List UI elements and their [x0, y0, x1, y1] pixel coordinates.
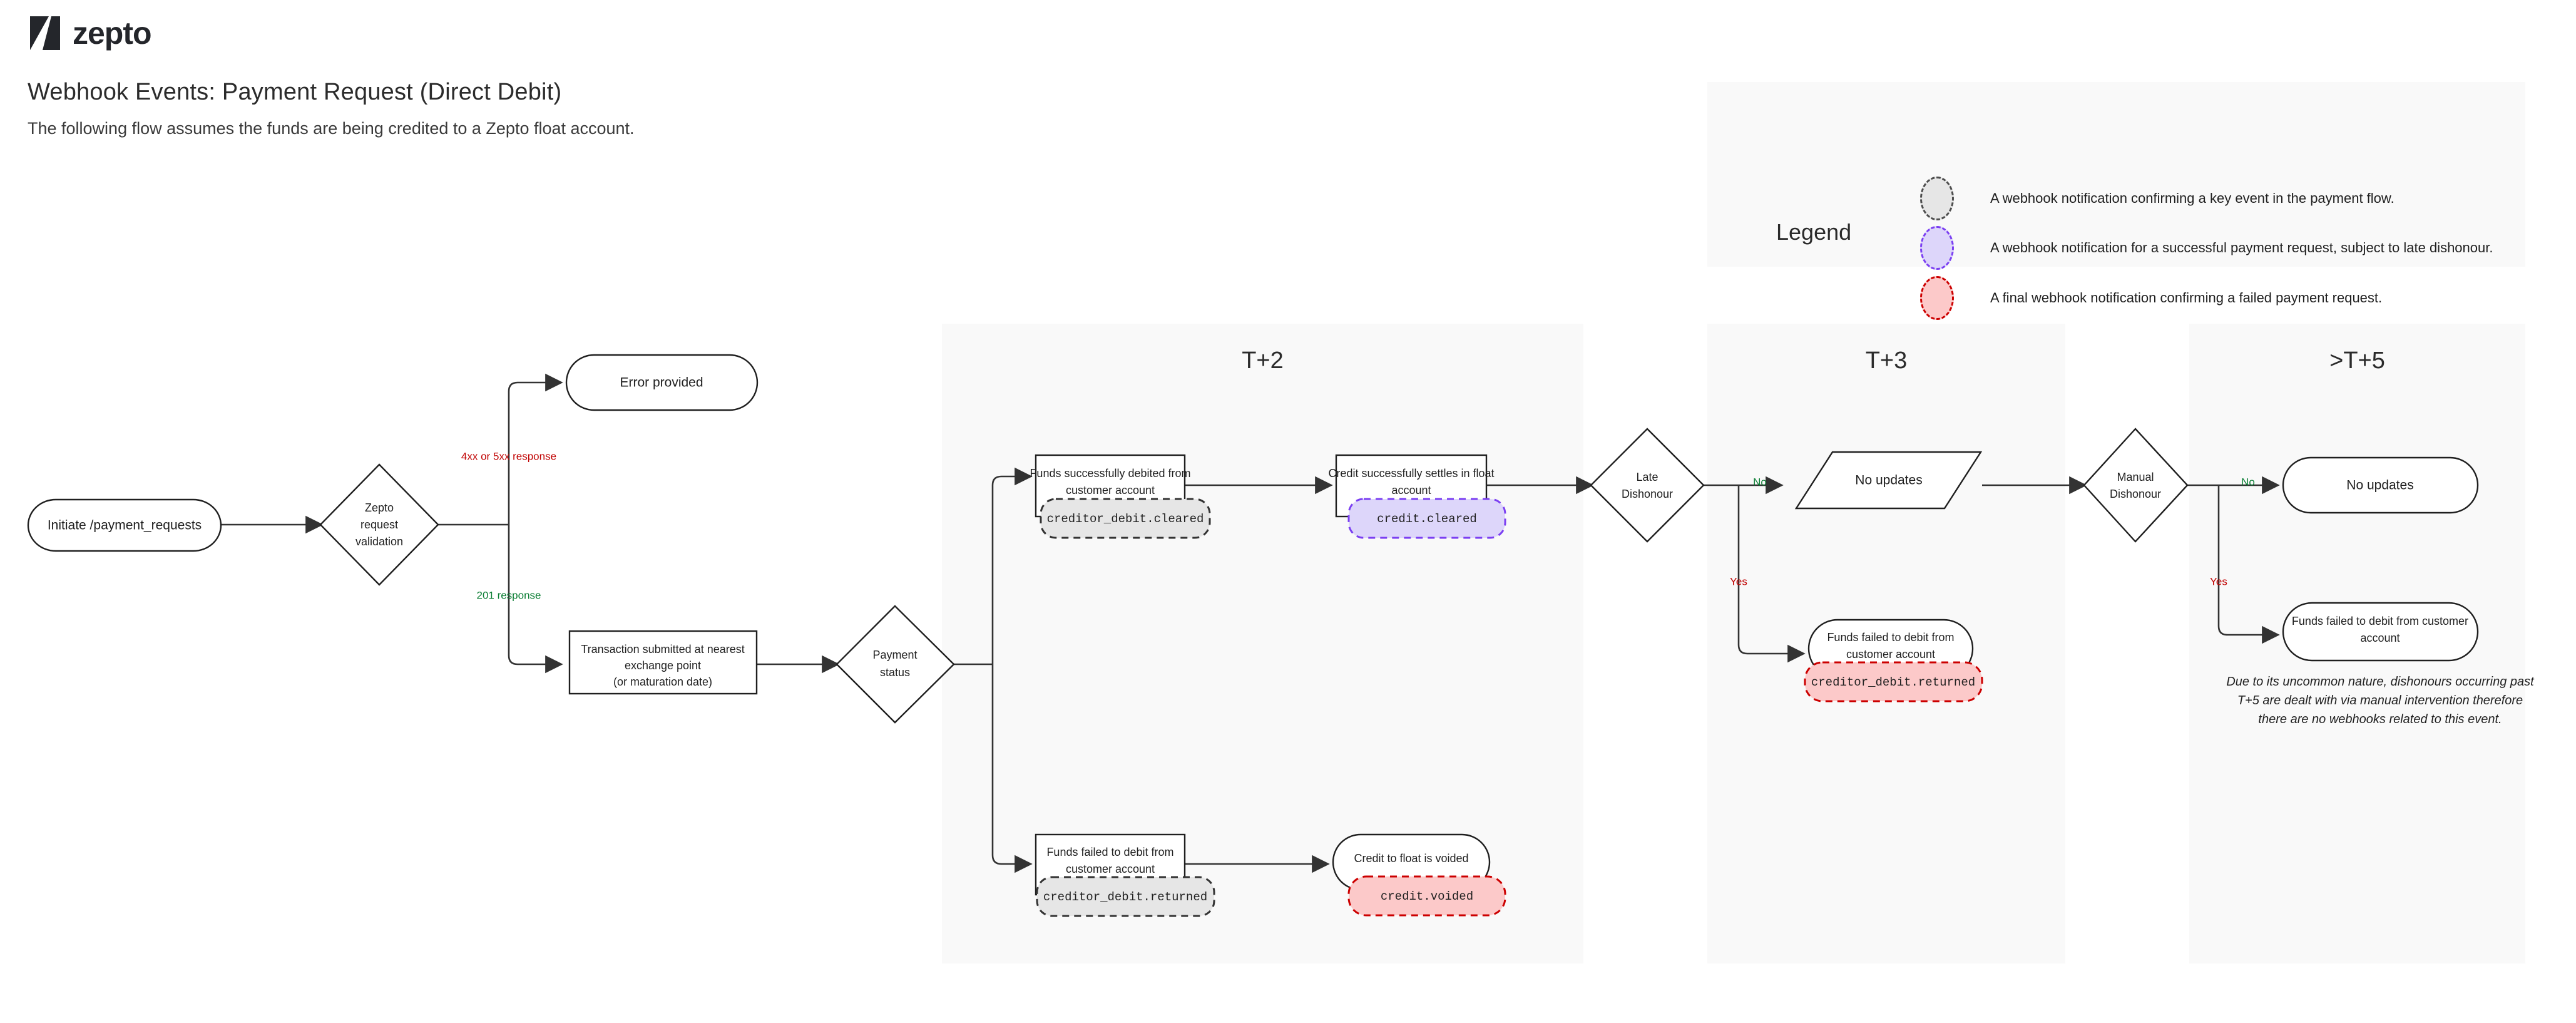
band-label-t2: T+2 — [1242, 347, 1284, 374]
page-subtitle: The following flow assumes the funds are… — [28, 119, 635, 138]
node-validation-line-2: validation — [355, 535, 403, 548]
edge-label-201-response: 201 response — [476, 589, 541, 601]
badge-credit-cleared: credit.cleared — [1377, 512, 1477, 526]
node-transaction-line-2: (or maturation date) — [613, 676, 712, 688]
edge-label-manual-no: No — [2241, 476, 2255, 488]
legend-label: A webhook notification for a successful … — [1990, 240, 2493, 255]
legend-item-failure: A final webhook notification confirming … — [1920, 276, 2383, 320]
edge-label-late-no: No — [1753, 476, 1767, 488]
node-funds-failed-t2-line-0: Funds failed to debit from — [1046, 846, 1173, 858]
node-funds-failed-t5-line-0: Funds failed to debit from customer — [2292, 615, 2468, 627]
edge-validation-to-transaction — [508, 525, 563, 674]
badge-credit-voided: credit.voided — [1381, 890, 1473, 903]
node-transaction-line-0: Transaction submitted at nearest — [581, 643, 744, 655]
node-funds-failed-t3-line-1: customer account — [1846, 648, 1935, 661]
node-funds-failed-t5[interactable]: Funds failed to debit from customer acco… — [2282, 602, 2479, 662]
node-funds-debited-ok[interactable]: Funds successfully debited from customer… — [1030, 454, 1211, 539]
badge-creditor-debit-cleared: creditor_debit.cleared — [1047, 512, 1204, 526]
badge-creditor-debit-returned-t3-shape — [1804, 661, 1983, 702]
legend-item-key-event: A webhook notification confirming a key … — [1920, 177, 2395, 220]
legend-swatch-red — [1920, 276, 1954, 320]
node-error-provided-label: Error provided — [620, 376, 703, 390]
note-line-1: T+5 are dealt with via manual interventi… — [2237, 694, 2523, 707]
node-funds-failed-t3-line-0: Funds failed to debit from — [1827, 631, 1954, 644]
node-payment-status-line-1: status — [880, 666, 910, 679]
node-credit-voided-label: Credit to float is voided — [1354, 852, 1468, 865]
band-label-t3: T+3 — [1865, 347, 1908, 374]
node-credit-settles[interactable]: Credit successfully settles in float acc… — [1328, 454, 1506, 539]
zepto-logo-icon — [28, 15, 63, 51]
edge-manual-yes — [2217, 485, 2280, 644]
node-late-dishonour-line-1: Dishonour — [1622, 488, 1673, 500]
node-validation-line-1: request — [360, 518, 398, 531]
note-line-0: Due to its uncommon nature, dishonours o… — [2226, 675, 2535, 689]
node-initiate[interactable]: Initiate /payment_requests — [27, 498, 222, 552]
legend-label: A final webhook notification confirming … — [1990, 290, 2383, 306]
node-transaction-line-1: exchange point — [625, 659, 701, 672]
node-validation[interactable]: Zepto request validation — [319, 463, 439, 586]
legend-item-success: A webhook notification for a successful … — [1920, 226, 2493, 270]
node-funds-failed-t2[interactable]: Funds failed to debit from customer acco… — [1035, 833, 1215, 917]
brand-name: zepto — [73, 16, 152, 51]
badge-creditor-debit-returned-t2-shape — [1036, 876, 1215, 917]
manual-intervention-note: Due to its uncommon nature, dishonours o… — [2226, 675, 2535, 726]
node-manual-dishonour[interactable]: Manual Dishonour — [2083, 428, 2189, 543]
node-funds-debited-line-1: customer account — [1066, 484, 1155, 496]
connector-group — [221, 373, 2280, 873]
node-no-updates-t5[interactable]: No updates — [2282, 456, 2479, 514]
node-initiate-label: Initiate /payment_requests — [48, 518, 202, 533]
edge-label-manual-yes: Yes — [2210, 575, 2227, 587]
edge-status-to-debited-ok — [991, 467, 1033, 664]
legend-title: Legend — [1776, 219, 1852, 245]
legend-label: A webhook notification confirming a key … — [1990, 190, 2395, 206]
badge-creditor-debit-returned-t2: creditor_debit.returned — [1043, 890, 1207, 904]
badge-credit-voided-shape — [1347, 875, 1506, 917]
node-credit-settles-line-1: account — [1391, 484, 1431, 496]
page-title: Webhook Events: Payment Request (Direct … — [28, 79, 562, 105]
edge-late-yes — [1737, 485, 1806, 663]
edge-label-late-yes: Yes — [1730, 575, 1747, 587]
node-manual-dishonour-line-0: Manual — [2117, 471, 2154, 483]
edge-status-to-failed-t2 — [991, 664, 1033, 873]
node-no-updates-t3-label: No updates — [1855, 473, 1922, 488]
legend-swatch-grey — [1920, 177, 1954, 220]
node-error-provided[interactable]: Error provided — [565, 354, 759, 411]
node-credit-voided[interactable]: Credit to float is voided credit.voided — [1332, 833, 1506, 917]
node-payment-status[interactable]: Payment status — [836, 605, 955, 724]
node-funds-failed-t2-line-1: customer account — [1066, 863, 1155, 875]
legend-swatch-purple — [1920, 226, 1954, 270]
badge-creditor-debit-returned-t3: creditor_debit.returned — [1811, 676, 1975, 689]
badge-creditor-debit-cleared-shape — [1040, 498, 1211, 539]
node-no-updates-t5-label: No updates — [2346, 478, 2413, 493]
node-manual-dishonour-line-1: Dishonour — [2110, 488, 2161, 500]
band-label-t5: >T+5 — [2329, 347, 2385, 374]
node-late-dishonour[interactable]: Late Dishonour — [1590, 428, 1705, 543]
note-line-2: there are no webhooks related to this ev… — [2258, 712, 2502, 726]
node-payment-status-line-0: Payment — [872, 649, 917, 661]
node-validation-line-0: Zepto — [365, 501, 394, 514]
node-no-updates-t3[interactable]: No updates — [1794, 451, 1983, 510]
node-funds-failed-t3[interactable]: Funds failed to debit from customer acco… — [1804, 619, 1983, 702]
node-credit-settles-line-0: Credit successfully settles in float — [1328, 467, 1494, 480]
brand-logo: zepto — [28, 15, 152, 51]
edge-label-error-response: 4xx or 5xx response — [461, 450, 556, 462]
edge-validation-to-error — [508, 373, 563, 525]
legend-panel: Legend A webhook notification confirming… — [1707, 82, 2525, 320]
badge-credit-cleared-shape — [1347, 498, 1506, 539]
node-funds-debited-line-0: Funds successfully debited from — [1030, 467, 1190, 480]
node-late-dishonour-line-0: Late — [1636, 471, 1658, 483]
node-transaction-submitted[interactable]: Transaction submitted at nearest exchang… — [568, 630, 758, 695]
node-funds-failed-t5-line-1: account — [2360, 632, 2400, 644]
